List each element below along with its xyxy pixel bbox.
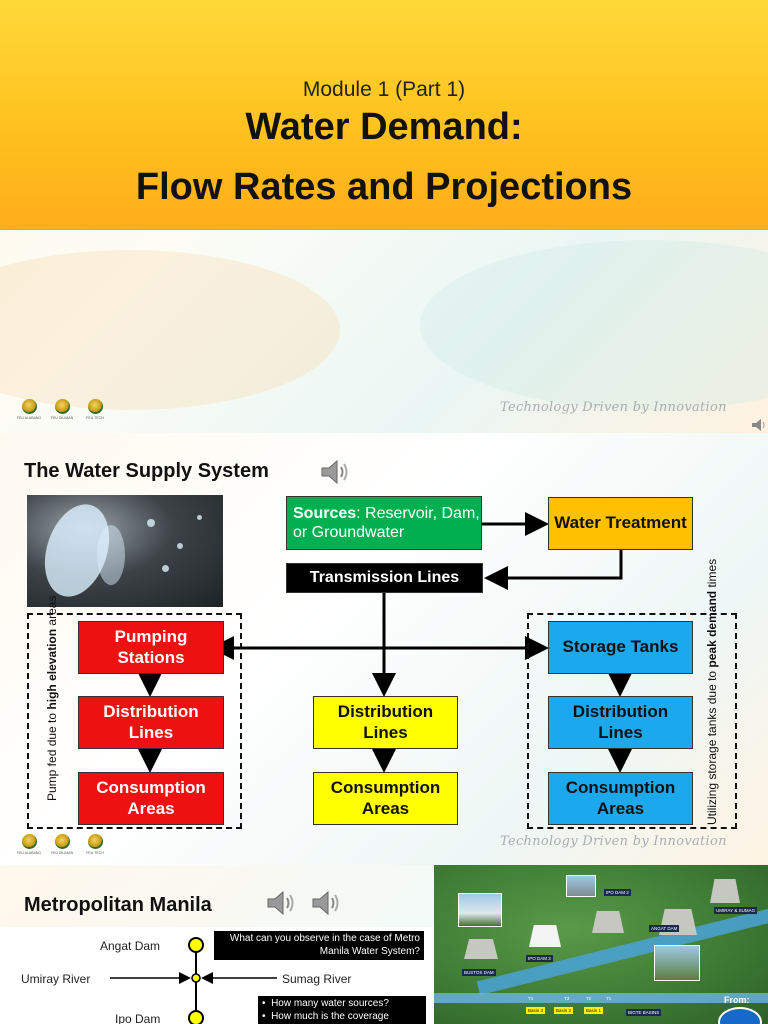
school-seals: FEU ALABANG FEU DILIMAN FEU TECH bbox=[17, 399, 105, 420]
dam-shape bbox=[529, 925, 561, 947]
right-branch-group bbox=[527, 613, 737, 829]
map-label: BIGTE BASINS bbox=[626, 1009, 662, 1016]
map-photo bbox=[458, 893, 502, 927]
speaker-icon[interactable] bbox=[751, 418, 768, 432]
sources-label: Sources bbox=[293, 504, 357, 522]
tagline: Technology Driven by Innovation bbox=[500, 834, 727, 849]
water-treatment-box: Water Treatment bbox=[548, 497, 693, 550]
map-label: IPO DAM 2 bbox=[604, 889, 631, 896]
seal-logo: FEU DILIMAN bbox=[51, 834, 73, 855]
left-distribution-lines-box: Distribution Lines bbox=[78, 696, 224, 749]
dam-shape bbox=[710, 879, 740, 903]
question-box: What can you observe in the case of Metr… bbox=[214, 931, 424, 960]
seal-logo: FEU ALABANG bbox=[17, 834, 41, 855]
map-photo bbox=[654, 945, 700, 981]
transmission-lines-box: Transmission Lines bbox=[286, 563, 483, 593]
bullet-item: • How many water sources? bbox=[262, 998, 389, 1009]
map-label: Basin 3 bbox=[526, 1007, 546, 1014]
map-label: UMIRAY & SUMAG bbox=[714, 907, 758, 914]
map-label: IPO DAM 3 bbox=[526, 955, 553, 962]
module-label: Module 1 (Part 1) bbox=[302, 78, 466, 101]
title-slide: Module 1 (Part 1) Water Demand: Flow Rat… bbox=[0, 0, 768, 433]
left-branch-group bbox=[27, 613, 242, 829]
title-banner bbox=[0, 0, 768, 230]
map-photo bbox=[566, 875, 596, 897]
right-distribution-lines-box: Distribution Lines bbox=[548, 696, 693, 749]
storage-tanks-box: Storage Tanks bbox=[548, 621, 693, 674]
manila-schematic bbox=[110, 937, 277, 1024]
school-seals: FEU ALABANG FEU DILIMAN FEU TECH bbox=[17, 834, 105, 855]
ipo-dam-label: Ipo Dam bbox=[115, 1012, 161, 1024]
speaker-icon[interactable] bbox=[266, 889, 298, 917]
map-from-label: From: bbox=[724, 995, 750, 1005]
left-side-note: Pump fed due to high elevation areas bbox=[45, 595, 59, 801]
center-distribution-lines-box: Distribution Lines bbox=[313, 696, 458, 749]
pumping-stations-box: Pumping Stations bbox=[78, 621, 224, 674]
logo-badge bbox=[718, 1007, 762, 1024]
title-band bbox=[0, 865, 434, 927]
slide-title-line2: Flow Rates and Projections bbox=[135, 166, 633, 208]
dam-shape bbox=[464, 939, 498, 959]
umiray-river-label: Umiray River bbox=[21, 972, 91, 986]
sources-box: Sources: Reservoir, Dam, or Groundwater bbox=[286, 496, 482, 550]
center-consumption-areas-box: Consumption Areas bbox=[313, 772, 458, 825]
speaker-icon[interactable] bbox=[311, 889, 343, 917]
map-label: T1 bbox=[606, 996, 612, 1001]
map-label: T3 bbox=[564, 996, 570, 1001]
map-label: T2 bbox=[586, 996, 592, 1001]
bullet-item: • How much is the coverage bbox=[262, 1010, 389, 1022]
background-wave bbox=[420, 240, 768, 410]
slide-title: Metropolitan Manila bbox=[24, 894, 212, 916]
sources-detail: : Reservoir, Dam, or Groundwater bbox=[293, 504, 480, 541]
tagline: Technology Driven by Innovation bbox=[500, 400, 727, 415]
seal-logo: FEU DILIMAN bbox=[51, 399, 73, 420]
slide-title: The Water Supply System bbox=[24, 460, 269, 482]
seal-logo: FEU ALABANG bbox=[17, 399, 41, 420]
dam-shape bbox=[592, 911, 624, 933]
sumag-river-label: Sumag River bbox=[282, 972, 352, 986]
map-label: T4 bbox=[528, 996, 534, 1001]
metro-manila-slide: Metropolitan Manila Angat Dam Umiray Riv… bbox=[0, 865, 768, 1024]
left-consumption-areas-box: Consumption Areas bbox=[78, 772, 224, 825]
angat-dam-label: Angat Dam bbox=[100, 939, 161, 953]
speaker-icon[interactable] bbox=[320, 458, 352, 486]
seal-logo: FEU TECH bbox=[85, 834, 105, 855]
water-system-map: IPO DAM 2 UMIRAY & SUMAG ANGAT DAM IPO D… bbox=[434, 865, 768, 1024]
background-wave bbox=[0, 250, 340, 410]
map-label: Basin 1 bbox=[584, 1007, 604, 1014]
bullet-box: • How many water sources? • How much is … bbox=[258, 996, 426, 1024]
water-splash-photo bbox=[27, 495, 223, 607]
map-label: Basin 2 bbox=[554, 1007, 574, 1014]
map-label: ANGAT DAM bbox=[649, 925, 680, 932]
seal-logo: FEU TECH bbox=[85, 399, 105, 420]
slide-title-line1: Water Demand: bbox=[245, 106, 523, 148]
right-consumption-areas-box: Consumption Areas bbox=[548, 772, 693, 825]
map-label: BUSTOS DAM bbox=[462, 969, 496, 976]
water-supply-slide: The Water Supply System bbox=[0, 433, 768, 865]
flow-connectors bbox=[138, 512, 632, 773]
right-side-note: Utilizing storage tanks due to peak dema… bbox=[705, 558, 719, 825]
